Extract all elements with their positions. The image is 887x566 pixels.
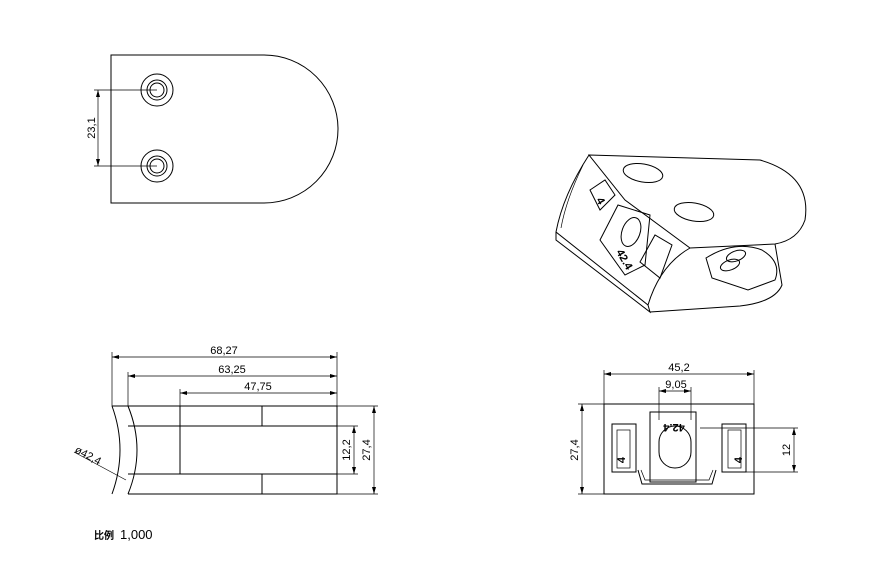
top-view-outline (110, 54, 339, 204)
iso-center-recess (599, 204, 651, 276)
iso-hole-1 (622, 162, 664, 184)
radius-leader (73, 451, 127, 481)
iso-hole-2 (673, 201, 715, 223)
dim-side-height: 27,4 (569, 439, 581, 460)
scale-label: 比例 (94, 531, 114, 542)
front-outline (128, 405, 338, 495)
iso-bottom-edge (649, 243, 783, 313)
iso-curved-face (555, 154, 691, 306)
iso-engraving: 42.4 (613, 248, 635, 273)
front-concave (111, 405, 121, 495)
dim-arrows (659, 389, 691, 393)
dim-side-width: 45,2 (668, 362, 689, 374)
iso-center-hole (620, 217, 642, 247)
dim-hole-spacing: 23,1 (86, 117, 98, 138)
iso-front-face (555, 232, 651, 314)
dim-slot-height: 12,2 (341, 439, 353, 460)
side-engraving: 42.4 (662, 421, 684, 433)
scale-note: 比例 1,000 (94, 527, 153, 542)
dim-length-3: 47,75 (244, 381, 272, 393)
side-clip-inner (640, 469, 714, 481)
side-outline (603, 403, 755, 495)
side-center-insert (649, 411, 697, 483)
dim-length-2: 63,25 (218, 364, 246, 376)
iso-slot-right (639, 234, 673, 279)
iso-top-face (587, 154, 807, 249)
iso-view: 4 42.4 (555, 154, 807, 314)
iso-jaw-hole-2 (719, 258, 741, 272)
dim-radius: ø42,4 (73, 444, 103, 468)
side-clip (637, 469, 717, 485)
dim-height: 27,4 (361, 439, 373, 460)
side-insert-label-right: 4 (733, 456, 745, 463)
side-insert-right (721, 423, 747, 473)
side-insert-left (611, 423, 637, 473)
front-curved-end (127, 405, 138, 495)
top-view: 23,1 (86, 54, 339, 204)
side-insert-right-inner (727, 429, 742, 469)
side-center-oval (658, 425, 692, 469)
side-insert-left-inner (616, 429, 631, 469)
iso-jaw-hole (725, 249, 747, 263)
scale-value: 1,000 (120, 527, 153, 542)
dim-slot-width: 9,05 (665, 379, 686, 391)
iso-jaw (705, 245, 778, 291)
iso-insert-label: 4 (593, 196, 607, 208)
iso-slot-left (589, 179, 616, 211)
front-view: 68,27 63,25 47,75 ø42,4 12,2 27,4 (73, 345, 378, 495)
iso-curved-face-inner (560, 164, 584, 229)
side-insert-label-left: 4 (616, 456, 628, 463)
dim-side-slot-height: 12 (781, 444, 793, 456)
side-view: 42.4 4 4 45,2 9,05 27,4 12 (569, 362, 798, 495)
dim-overall-length: 68,27 (210, 345, 238, 357)
